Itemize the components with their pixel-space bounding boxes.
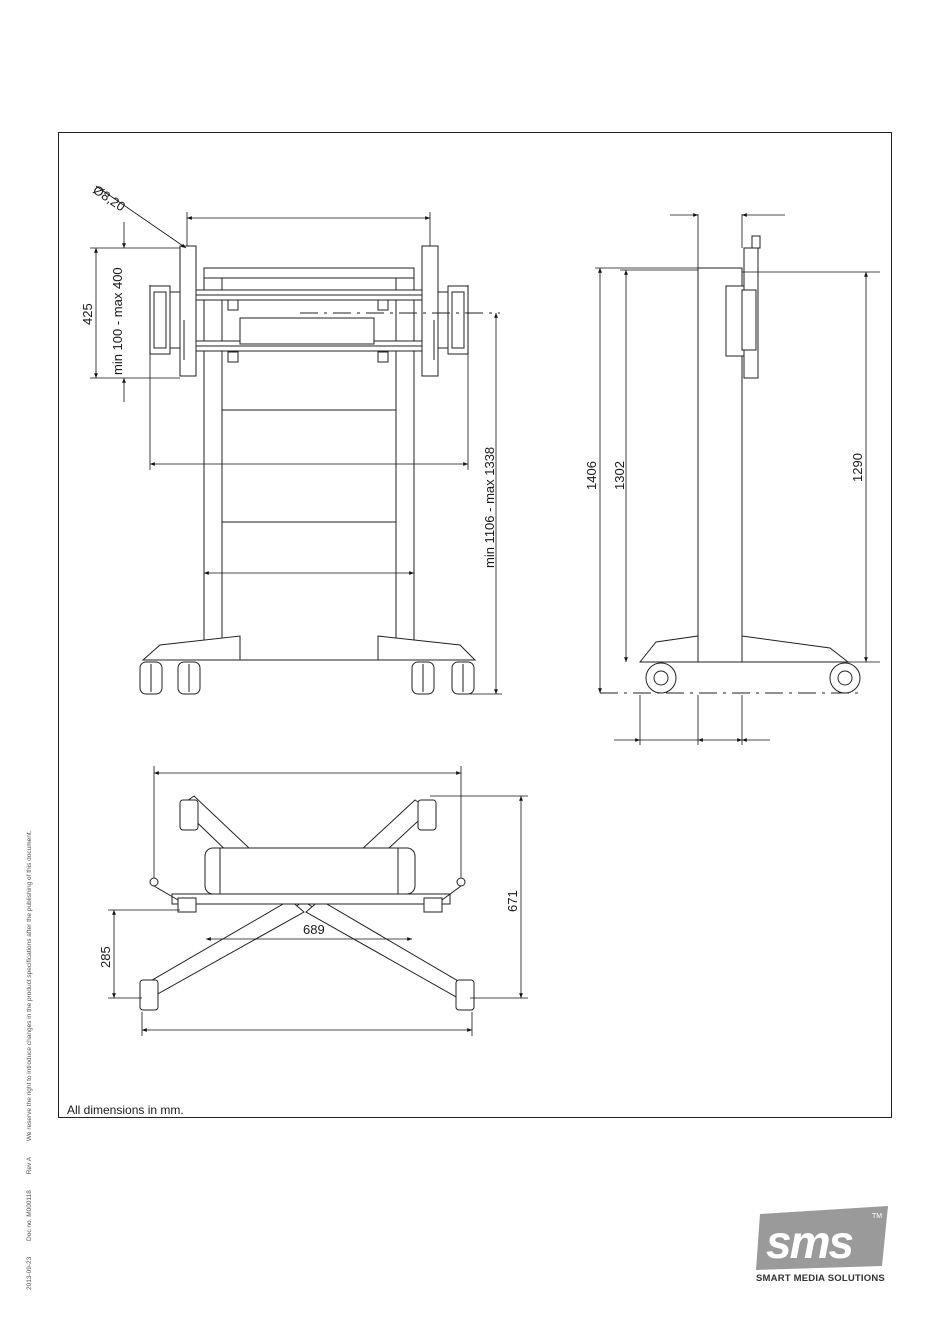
side-view — [600, 236, 860, 693]
doc-date: 2013-09-23 — [26, 1257, 33, 1290]
base-depth-label: 671 — [505, 890, 520, 912]
height-range-label: min 1106 - max 1338 — [482, 447, 497, 568]
base-offset-label: 285 — [98, 946, 113, 968]
doc-revision: Rev A — [26, 1157, 33, 1174]
document-meta: 2013-09-23 Doc no. M000118 Rev A We rese… — [26, 817, 33, 1291]
height-1302-label: 1302 — [612, 461, 627, 490]
top-view — [140, 796, 474, 1010]
logo-tm: TM — [872, 1213, 882, 1220]
total-height-label: 1406 — [584, 461, 599, 490]
vesa-range-label: min 100 - max 400 — [110, 267, 125, 375]
logo-mark: sms — [766, 1216, 853, 1268]
logo-tagline: SMART MEDIA SOLUTIONS — [756, 1273, 885, 1284]
footnote: All dimensions in mm. — [67, 1103, 184, 1117]
hole-diameter-label: Ø8,20 — [90, 182, 128, 214]
front-view — [140, 246, 500, 694]
height-1290-label: 1290 — [850, 453, 865, 482]
base-inner-width-label: 689 — [303, 922, 325, 937]
doc-number: Doc no. M000118 — [26, 1190, 33, 1241]
vesa-outer-label: 425 — [80, 303, 95, 325]
doc-disclaimer: We reserve the right to introduce change… — [26, 831, 33, 1142]
